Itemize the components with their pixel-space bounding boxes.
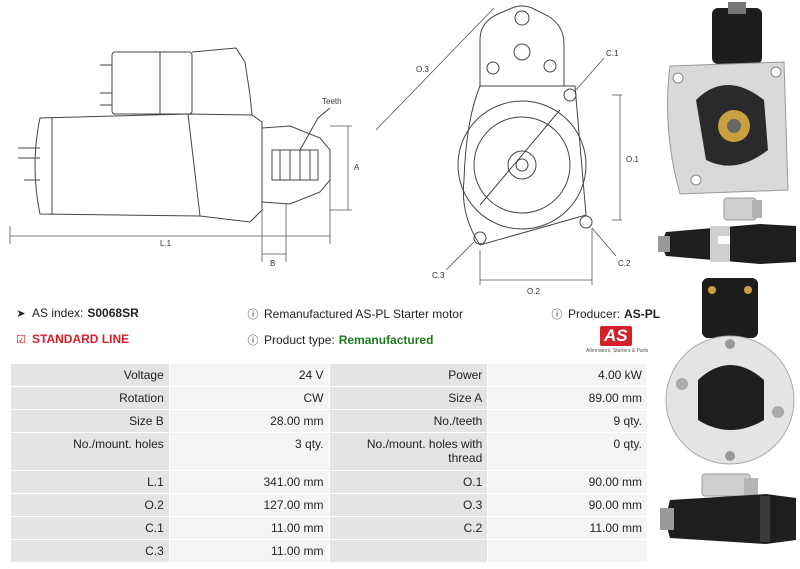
table-row: Rotation CW Size A 89.00 mm <box>10 386 648 410</box>
spec-value: 28.00 mm <box>168 409 330 433</box>
pinion-housing <box>261 125 331 205</box>
dim-o3-label: O.3 <box>416 65 429 74</box>
info-icon: ⓘ <box>551 309 563 321</box>
spec-value: 3 qty. <box>168 432 330 471</box>
dim-c2-label: C.2 <box>618 259 631 268</box>
hole-c2 <box>579 215 593 229</box>
table-row: Size B 28.00 mm No./teeth 9 qty. <box>10 409 648 433</box>
product-photos-svg <box>658 2 796 544</box>
standard-line-label: STANDARD LINE <box>32 332 130 346</box>
table-row: C.3 11.00 mm <box>10 539 648 563</box>
table-row: Voltage 24 V Power 4.00 kW <box>10 363 648 387</box>
tag-icon: ➤ <box>16 307 26 320</box>
motor-body-outline <box>34 113 263 223</box>
table-row: No./mount. holes 3 qty. No./mount. holes… <box>10 432 648 471</box>
dim-b-label: B <box>270 259 275 268</box>
spec-value: 11.00 mm <box>168 516 330 540</box>
info-icon: ⓘ <box>247 309 259 321</box>
spec-label: No./mount. holes <box>10 432 170 471</box>
solenoid-outline <box>111 51 193 115</box>
spec-label: O.2 <box>10 493 170 517</box>
spec-label: Voltage <box>10 363 170 387</box>
spec-label: C.1 <box>10 516 170 540</box>
spec-value <box>487 539 648 563</box>
product-photos <box>656 0 800 569</box>
dim-a-label: A <box>354 163 360 172</box>
front-flange-body <box>462 85 587 246</box>
spec-value: 127.00 mm <box>168 493 330 517</box>
spec-label: Size B <box>10 409 170 433</box>
hole-c3 <box>473 231 487 245</box>
table-row: O.2 127.00 mm O.3 90.00 mm <box>10 493 648 517</box>
photo-front-view <box>667 2 789 195</box>
product-type-row: ⓘ Product type: Remanufactured <box>246 332 434 348</box>
dim-teeth-label: Teeth <box>322 97 342 106</box>
as-logo: AS Alternators, Starters & Parts <box>586 326 652 358</box>
spec-value: 9 qty. <box>487 409 648 433</box>
spec-value: CW <box>168 386 330 410</box>
as-index-label: AS index: <box>32 306 84 320</box>
spec-label: Rotation <box>10 386 170 410</box>
spec-value: 0 qty. <box>487 432 648 471</box>
producer-value: AS-PL <box>624 307 661 321</box>
producer-row: ⓘ Producer: AS-PL <box>550 306 661 322</box>
spec-value: 90.00 mm <box>487 470 648 494</box>
dim-c1-label: C.1 <box>606 49 619 58</box>
spec-value: 11.00 mm <box>487 516 648 540</box>
spec-value: 4.00 kW <box>487 363 648 387</box>
spec-label: O.3 <box>328 493 489 517</box>
standard-line-row: ☑ STANDARD LINE <box>14 332 129 346</box>
as-logo-tagline: Alternators, Starters & Parts <box>586 348 649 354</box>
product-description: Remanufactured AS-PL Starter motor <box>264 307 463 321</box>
photo-side-view <box>658 197 796 264</box>
technical-drawing: Teeth A L.1 B <box>0 0 660 300</box>
checkbox-checked-icon: ☑ <box>16 333 26 346</box>
photo-side-view-2 <box>660 473 796 544</box>
photo-rear-view <box>665 278 795 465</box>
specs-table: Voltage 24 V Power 4.00 kW Rotation CW S… <box>10 363 648 563</box>
drive-housing-top <box>191 47 253 116</box>
front-bore-outer <box>457 100 587 230</box>
spec-value: 24 V <box>168 363 330 387</box>
front-flange-top <box>479 5 565 86</box>
description-row: ⓘ Remanufactured AS-PL Starter motor <box>246 306 463 322</box>
hole-c1 <box>563 88 577 102</box>
product-type-value: Remanufactured <box>338 333 434 347</box>
product-type-label: Product type: <box>264 333 335 347</box>
spec-value: 341.00 mm <box>168 470 330 494</box>
spec-label: C.3 <box>10 539 170 563</box>
product-info: ➤ AS index: S0068SR ⓘ Remanufactured AS-… <box>14 306 660 356</box>
dim-l1-label: L.1 <box>160 239 172 248</box>
spec-label: C.2 <box>328 516 489 540</box>
producer-label: Producer: <box>568 307 621 321</box>
spec-label: No./mount. holes with thread <box>328 432 489 471</box>
as-index-value: S0068SR <box>87 306 139 320</box>
spec-label: Size A <box>328 386 489 410</box>
spec-value: 90.00 mm <box>487 493 648 517</box>
as-logo-mark: AS <box>600 326 632 346</box>
pinion <box>271 149 319 181</box>
spec-value: 89.00 mm <box>487 386 648 410</box>
spec-label <box>328 539 489 563</box>
spec-value: 11.00 mm <box>168 539 330 563</box>
spec-label: O.1 <box>328 470 489 494</box>
as-index-row: ➤ AS index: S0068SR <box>14 306 139 320</box>
starter-drawing-svg: Teeth A L.1 B <box>9 5 639 296</box>
spec-label: Power <box>328 363 489 387</box>
dim-o1-label: O.1 <box>626 155 639 164</box>
table-row: C.1 11.00 mm C.2 11.00 mm <box>10 516 648 540</box>
info-icon: ⓘ <box>247 335 259 347</box>
table-row: L.1 341.00 mm O.1 90.00 mm <box>10 470 648 494</box>
dim-c3-label: C.3 <box>432 271 445 280</box>
dim-o2-label: O.2 <box>527 287 540 296</box>
spec-label: L.1 <box>10 470 170 494</box>
spec-label: No./teeth <box>328 409 489 433</box>
